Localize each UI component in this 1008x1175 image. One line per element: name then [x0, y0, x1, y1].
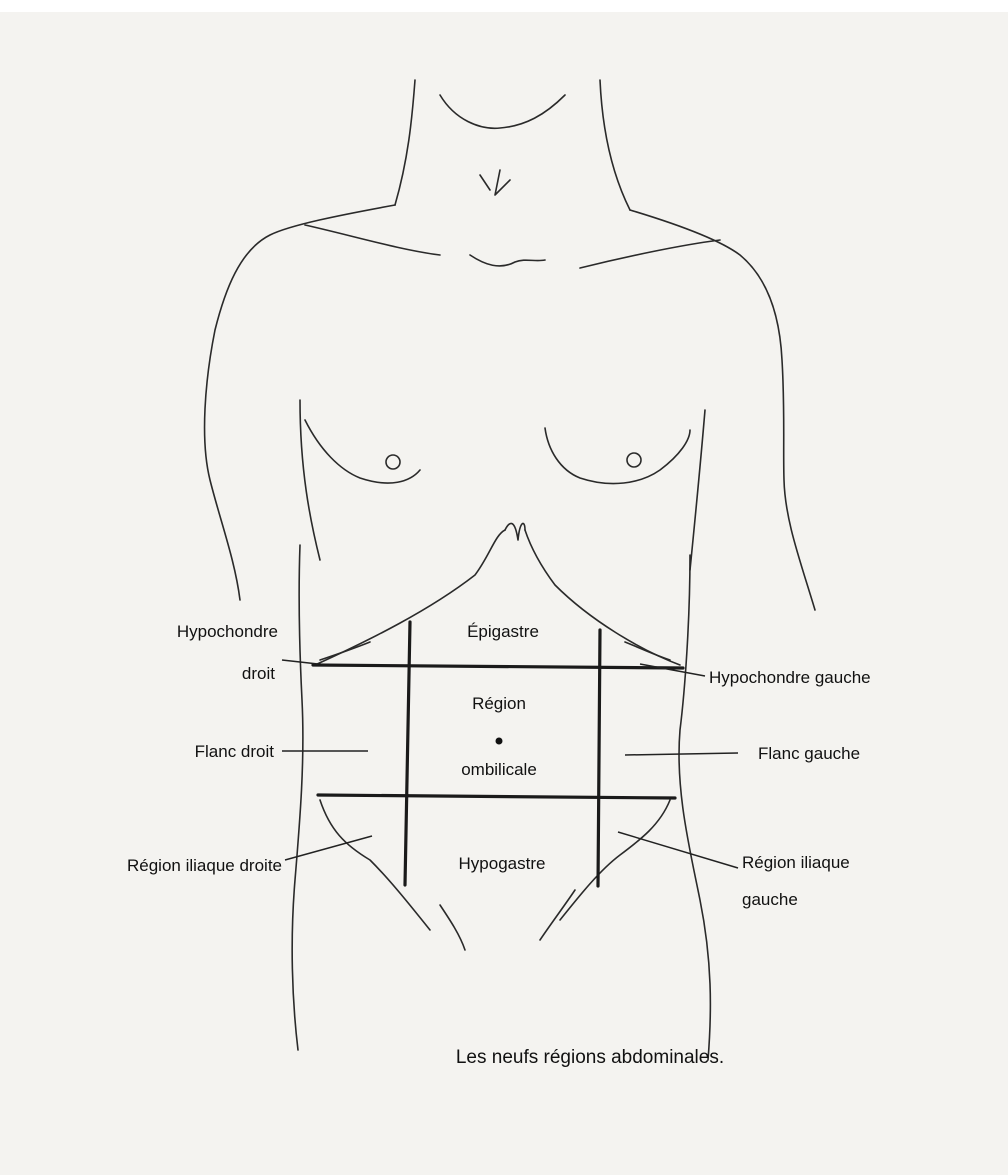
- label-region-iliaque-gauche-line2: gauche: [742, 890, 798, 909]
- label-region-iliaque-droite: Région iliaque droite: [127, 856, 282, 875]
- label-hypochondre-droit-line1: Hypochondre: [177, 622, 278, 641]
- label-region-ombilicale-line1: Région: [472, 694, 526, 713]
- label-flanc-gauche: Flanc gauche: [758, 744, 860, 763]
- navel-dot: [496, 738, 503, 745]
- label-flanc-droit: Flanc droit: [195, 742, 275, 761]
- label-hypochondre-droit-line2: droit: [242, 664, 275, 683]
- label-region-ombilicale-line2: ombilicale: [461, 760, 537, 779]
- top-border: [0, 0, 1008, 12]
- right-midclavicular-line: [598, 630, 600, 886]
- label-region-iliaque-gauche-line1: Région iliaque: [742, 853, 850, 872]
- label-hypogastre: Hypogastre: [459, 854, 546, 873]
- label-epigastre: Épigastre: [467, 622, 539, 641]
- label-hypochondre-gauche: Hypochondre gauche: [709, 668, 871, 687]
- figure-caption: Les neufs régions abdominales.: [456, 1047, 724, 1068]
